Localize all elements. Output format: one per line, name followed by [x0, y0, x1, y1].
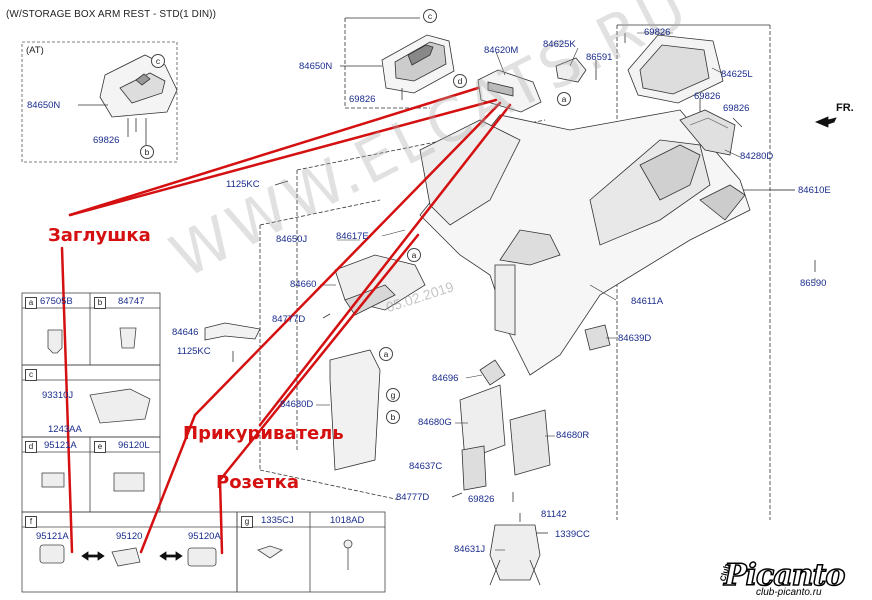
part-label[interactable]: 69826 — [93, 135, 120, 146]
legend-tag: f — [25, 516, 37, 528]
legend-part[interactable]: 1335CJ — [261, 515, 294, 526]
diagram-title: (W/STORAGE BOX ARM REST - STD(1 DIN)) — [6, 9, 217, 20]
legend-part[interactable]: 67505B — [40, 296, 73, 307]
legend-part[interactable]: 95120 — [116, 531, 143, 542]
at-variant-box — [21, 41, 178, 163]
at-label: (AT) — [26, 45, 44, 56]
part-label[interactable]: 84660 — [290, 279, 317, 290]
club-logo[interactable]: Club Picanto club-picanto.ru — [714, 556, 870, 600]
callout-circle: b — [140, 145, 154, 159]
part-label[interactable]: 69826 — [694, 91, 721, 102]
legend-tag: c — [25, 369, 37, 381]
part-label[interactable]: 84631J — [454, 544, 486, 555]
part-label[interactable]: 86590 — [800, 278, 827, 289]
callout-circle: a — [379, 347, 393, 361]
part-label[interactable]: 84696 — [432, 373, 459, 384]
part-label[interactable]: 1339CC — [555, 529, 590, 540]
part-label[interactable]: 84625L — [721, 69, 753, 80]
part-label[interactable]: 86591 — [586, 52, 613, 63]
part-label[interactable]: 84680G — [418, 417, 452, 428]
legend-part[interactable]: 95121A — [36, 531, 69, 542]
part-label[interactable]: 84650N — [299, 61, 333, 72]
part-label[interactable]: 84625K — [543, 39, 576, 50]
callout-circle: b — [386, 410, 400, 424]
part-label[interactable]: 69826 — [468, 494, 495, 505]
callout-circle: a — [407, 248, 421, 262]
legend-part[interactable]: 95120A — [188, 531, 221, 542]
part-label[interactable]: 84777D — [272, 314, 306, 325]
part-label[interactable]: 84637C — [409, 461, 443, 472]
legend-part[interactable]: 1243AA — [48, 424, 82, 435]
part-label[interactable]: 84777D — [396, 492, 430, 503]
legend-tag: e — [94, 441, 106, 453]
part-label[interactable]: 84680R — [556, 430, 590, 441]
part-label[interactable]: 84610E — [798, 185, 831, 196]
part-label[interactable]: 81142 — [541, 509, 567, 520]
part-label[interactable]: 84680D — [280, 399, 314, 410]
callout-circle: c — [423, 9, 437, 23]
part-label[interactable]: 84650N — [27, 100, 61, 111]
part-label[interactable]: 84650J — [276, 234, 308, 245]
part-label[interactable]: 84639D — [618, 333, 652, 344]
part-label[interactable]: 84620M — [484, 45, 519, 56]
legend-part[interactable]: 1018AD — [330, 515, 365, 526]
logo-word: Picanto — [723, 557, 846, 594]
annotation-plug: Заглушка — [48, 225, 151, 246]
annotation-lighter: Прикуриватель — [183, 423, 344, 444]
legend-grid — [21, 292, 386, 593]
part-label[interactable]: 69826 — [349, 94, 376, 105]
part-label[interactable]: 84611A — [631, 296, 664, 307]
part-label[interactable]: 69826 — [644, 27, 671, 38]
part-label[interactable]: 1125KC — [226, 179, 260, 190]
callout-circle: a — [557, 92, 571, 106]
legend-tag: b — [94, 297, 106, 309]
legend-part[interactable]: 93310J — [42, 390, 74, 401]
callout-circle: d — [453, 74, 467, 88]
callout-circle: g — [386, 388, 400, 402]
legend-tag: a — [25, 297, 37, 309]
legend-tag: g — [241, 516, 253, 528]
callout-circle: c — [151, 54, 165, 68]
legend-tag: d — [25, 441, 37, 453]
part-label[interactable]: 84617E — [336, 231, 369, 242]
annotation-socket: Розетка — [216, 472, 300, 493]
front-direction-label: FR. — [836, 102, 854, 114]
logo-url: club-picanto.ru — [756, 587, 822, 598]
part-label[interactable]: 84280D — [740, 151, 774, 162]
legend-part[interactable]: 96120L — [118, 440, 150, 451]
part-label[interactable]: 69826 — [723, 103, 750, 114]
legend-part[interactable]: 95121A — [44, 440, 77, 451]
part-label[interactable]: 1125KC — [177, 346, 211, 357]
part-label[interactable]: 84646 — [172, 327, 199, 338]
legend-part[interactable]: 84747 — [118, 296, 145, 307]
